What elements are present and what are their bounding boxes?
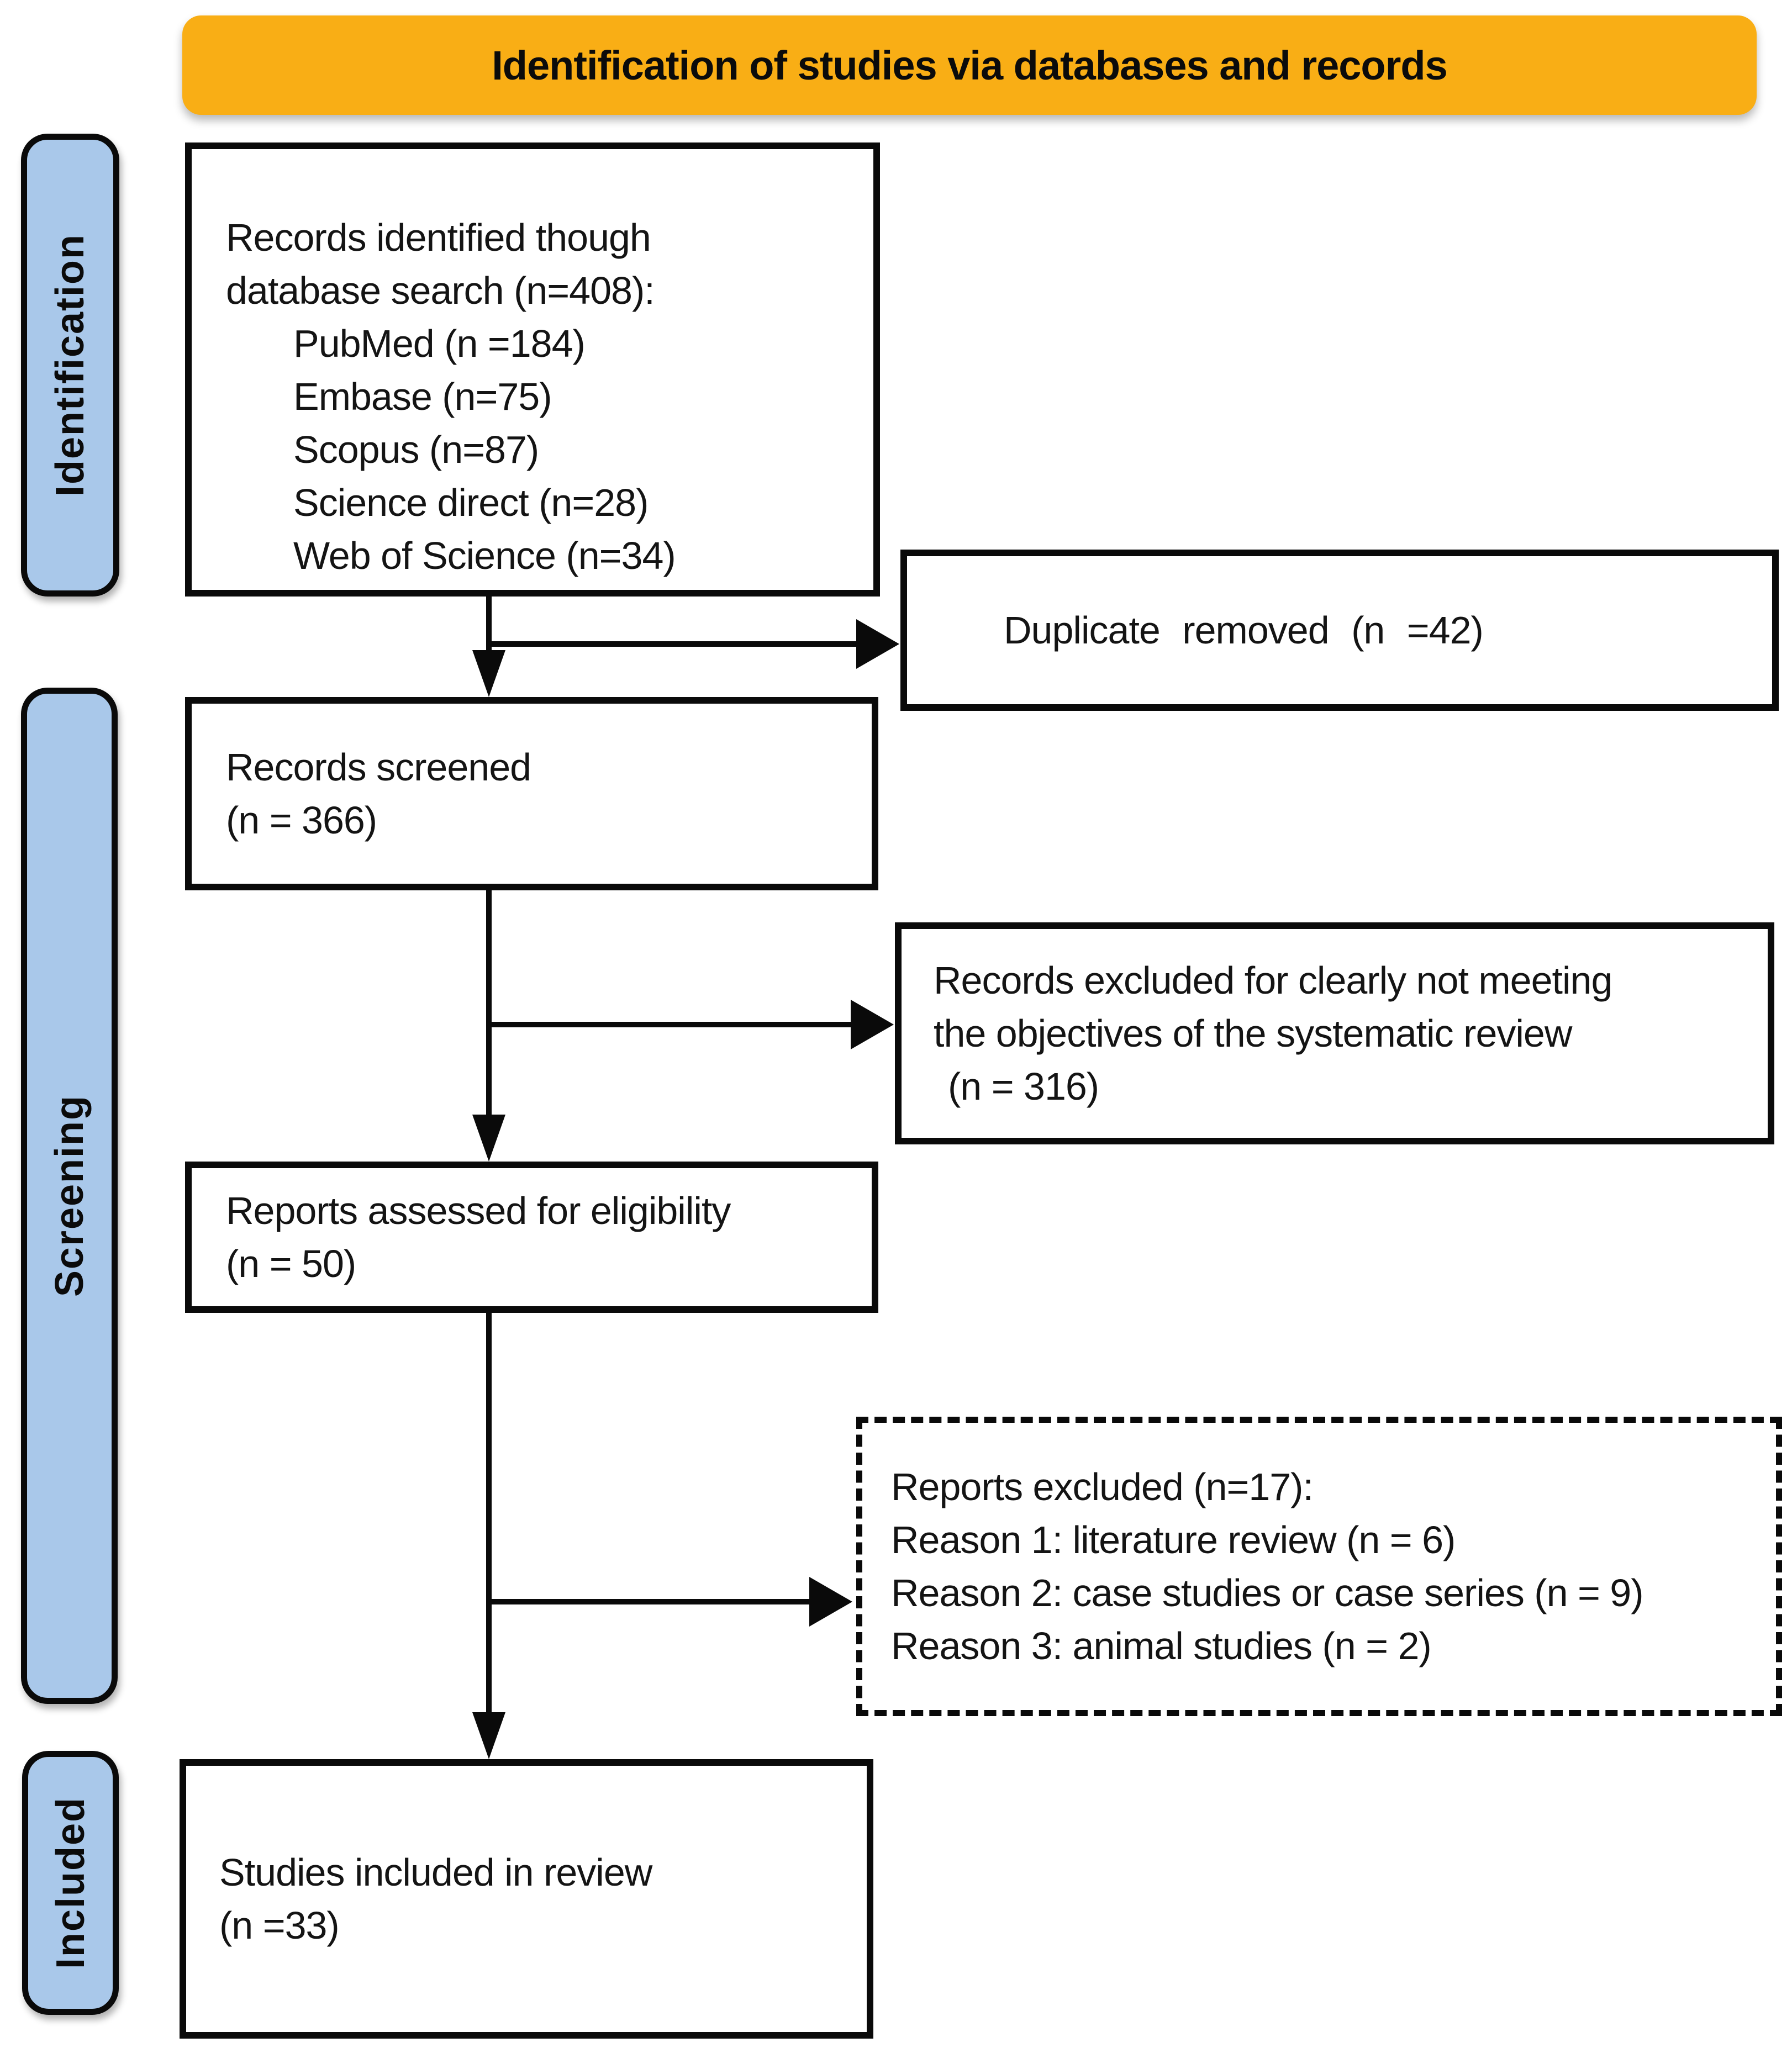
records-identified-source-pubmed: PubMed (n =184): [293, 322, 586, 365]
records-excluded-count: (n = 316): [948, 1065, 1099, 1108]
records-screened-line1: Records screened: [226, 746, 531, 789]
records-identified-source-sciencedirect: Science direct (n=28): [293, 481, 649, 524]
records-identified-source-embase: Embase (n=75): [293, 375, 552, 418]
arrow-to-reports-excluded-line: [489, 1599, 809, 1604]
arrow-screened-to-assessed-head: [472, 1115, 505, 1162]
stage-bar-included: Included: [22, 1751, 119, 2015]
title-banner: Identification of studies via databases …: [182, 15, 1757, 115]
stage-bar-identification: Identification: [21, 134, 119, 597]
title-banner-label: Identification of studies via databases …: [492, 42, 1448, 88]
duplicates-removed-text: Duplicate removed (n =42): [1004, 609, 1484, 652]
records-identified-line1: Records identified though: [226, 216, 651, 259]
reports-excluded-reason2: Reason 2: case studies or case series (n…: [891, 1571, 1644, 1614]
stage-bar-screening: Screening: [21, 688, 118, 1704]
records-screened-count: (n = 366): [226, 799, 377, 842]
reports-excluded-reason3: Reason 3: animal studies (n = 2): [891, 1624, 1432, 1667]
stage-label-screening: Screening: [47, 1094, 92, 1297]
arrow-to-records-excluded-line: [489, 1022, 851, 1027]
studies-included-line1: Studies included in review: [219, 1851, 652, 1894]
arrow-identified-to-screened-head: [472, 650, 505, 697]
stage-label-included: Included: [48, 1796, 93, 1969]
reports-excluded-header: Reports excluded (n=17):: [891, 1465, 1314, 1508]
box-records-identified: Records identified though database searc…: [185, 142, 880, 597]
arrow-to-duplicates-line: [489, 641, 856, 647]
box-duplicates-removed: Duplicate removed (n =42): [900, 550, 1779, 711]
records-identified-source-webofscience: Web of Science (n=34): [293, 534, 676, 577]
studies-included-count: (n =33): [219, 1904, 340, 1947]
records-identified-source-scopus: Scopus (n=87): [293, 428, 539, 471]
records-excluded-line2: the objectives of the systematic review: [934, 1012, 1572, 1055]
arrow-identified-to-screened-line: [486, 595, 492, 650]
reports-excluded-reason1: Reason 1: literature review (n = 6): [891, 1518, 1456, 1561]
box-records-screened: Records screened (n = 366): [185, 697, 878, 890]
box-reports-assessed: Reports assessed for eligibility (n = 50…: [185, 1162, 878, 1313]
arrow-assessed-to-included-head: [472, 1712, 505, 1759]
stage-label-identification: Identification: [48, 234, 92, 497]
box-reports-excluded-reasons: Reports excluded (n=17): Reason 1: liter…: [856, 1417, 1782, 1716]
records-identified-line2: database search (n=408):: [226, 269, 655, 312]
arrow-assessed-to-included-line: [486, 1312, 492, 1712]
arrow-to-reports-excluded-head: [809, 1577, 852, 1627]
arrow-to-records-excluded-head: [851, 1000, 894, 1049]
records-excluded-line1: Records excluded for clearly not meeting: [934, 959, 1612, 1002]
box-records-excluded: Records excluded for clearly not meeting…: [895, 922, 1774, 1144]
reports-assessed-line1: Reports assessed for eligibility: [226, 1189, 731, 1232]
box-studies-included: Studies included in review (n =33): [180, 1759, 873, 2039]
arrow-screened-to-assessed-line: [486, 889, 492, 1115]
arrow-to-duplicates-head: [856, 619, 899, 669]
reports-assessed-count: (n = 50): [226, 1242, 356, 1285]
